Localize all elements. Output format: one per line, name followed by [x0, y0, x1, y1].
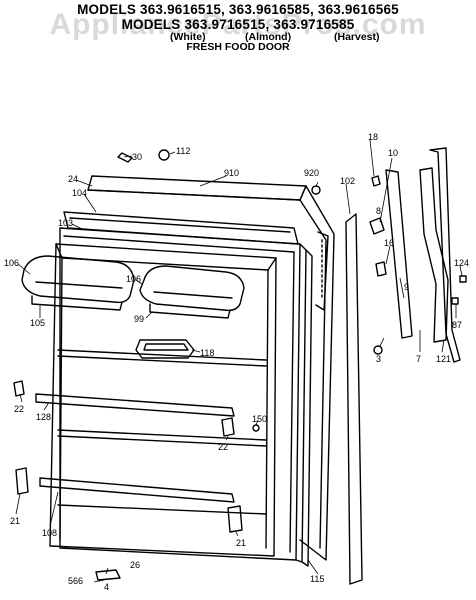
inner-liner	[49, 243, 277, 557]
part-label-21-right: 21	[236, 538, 246, 548]
part-label-910: 910	[224, 168, 239, 178]
part-label-115: 115	[310, 574, 324, 584]
part-label-99: 99	[134, 314, 144, 324]
part-label-118: 118	[200, 348, 214, 358]
shelf-bar-lower	[39, 477, 235, 503]
part-label-106-left: 106	[4, 258, 19, 268]
part-label-24: 24	[68, 174, 78, 184]
hinge-screw	[371, 175, 381, 187]
door-handle-trim	[345, 213, 363, 585]
hinge-cover	[95, 569, 121, 581]
part-label-30: 30	[132, 152, 142, 162]
clip-87	[451, 297, 459, 305]
part-label-150: 150	[252, 414, 267, 424]
part-label-8: 8	[376, 206, 381, 216]
part-label-128: 128	[36, 412, 51, 422]
part-label-3: 3	[376, 354, 381, 364]
hinge-arm	[419, 167, 449, 343]
diagram-subtitle: FRESH FOOD DOOR	[186, 41, 290, 53]
stop-bracket	[375, 261, 387, 277]
part-label-16: 16	[384, 238, 394, 248]
part-label-124: 124	[454, 258, 469, 268]
shelf-endcap-22-right	[221, 417, 235, 437]
screw-30	[117, 152, 133, 163]
clip-124	[459, 275, 467, 283]
watermark: AppliancePartsPros.com	[49, 8, 427, 41]
part-label-920: 920	[304, 168, 319, 178]
shelf-endcap-21-left	[15, 467, 29, 495]
part-label-106-right: 106	[126, 274, 141, 284]
plug-920	[311, 185, 321, 195]
shelf-endcap-22-left	[13, 380, 25, 397]
cam-3	[373, 345, 383, 355]
part-label-9: 9	[404, 282, 409, 292]
part-label-26: 26	[130, 560, 140, 570]
hinge-pin	[369, 217, 385, 235]
plug-button	[158, 149, 170, 161]
part-label-7: 7	[416, 354, 421, 364]
part-label-10: 10	[388, 148, 398, 158]
part-label-18: 18	[368, 132, 378, 142]
egg-tray	[135, 339, 195, 359]
part-label-566: 566	[68, 576, 83, 586]
hinge-lower	[429, 147, 461, 363]
color-almond: (Almond)	[245, 31, 292, 43]
shelf-bar-upper	[35, 393, 235, 417]
part-label-121: 121	[436, 354, 451, 364]
models-line-1: MODELS 363.9616515, 363.9616585, 363.961…	[77, 2, 399, 17]
part-label-87: 87	[452, 320, 462, 330]
color-harvest: (Harvest)	[334, 31, 380, 43]
hinge-bracket-upper	[385, 169, 413, 339]
part-label-102: 102	[340, 176, 355, 186]
part-label-22-right: 22	[218, 442, 228, 452]
part-label-21-left: 21	[10, 516, 20, 526]
models-line-2: MODELS 363.9716515, 363.9716585	[121, 17, 355, 32]
part-label-104: 104	[72, 188, 87, 198]
color-white: (White)	[170, 31, 206, 43]
part-label-105: 105	[30, 318, 45, 328]
part-label-22-left: 22	[14, 404, 24, 414]
part-label-112: 112	[176, 146, 190, 156]
part-label-108: 108	[42, 528, 57, 538]
dairy-compartment-right	[139, 265, 245, 319]
part-label-4: 4	[104, 582, 109, 592]
part-label-103: 103	[58, 218, 73, 228]
shelf-endcap-21-right	[227, 505, 243, 533]
dairy-compartment-left	[21, 255, 135, 311]
cam-150	[252, 424, 260, 432]
